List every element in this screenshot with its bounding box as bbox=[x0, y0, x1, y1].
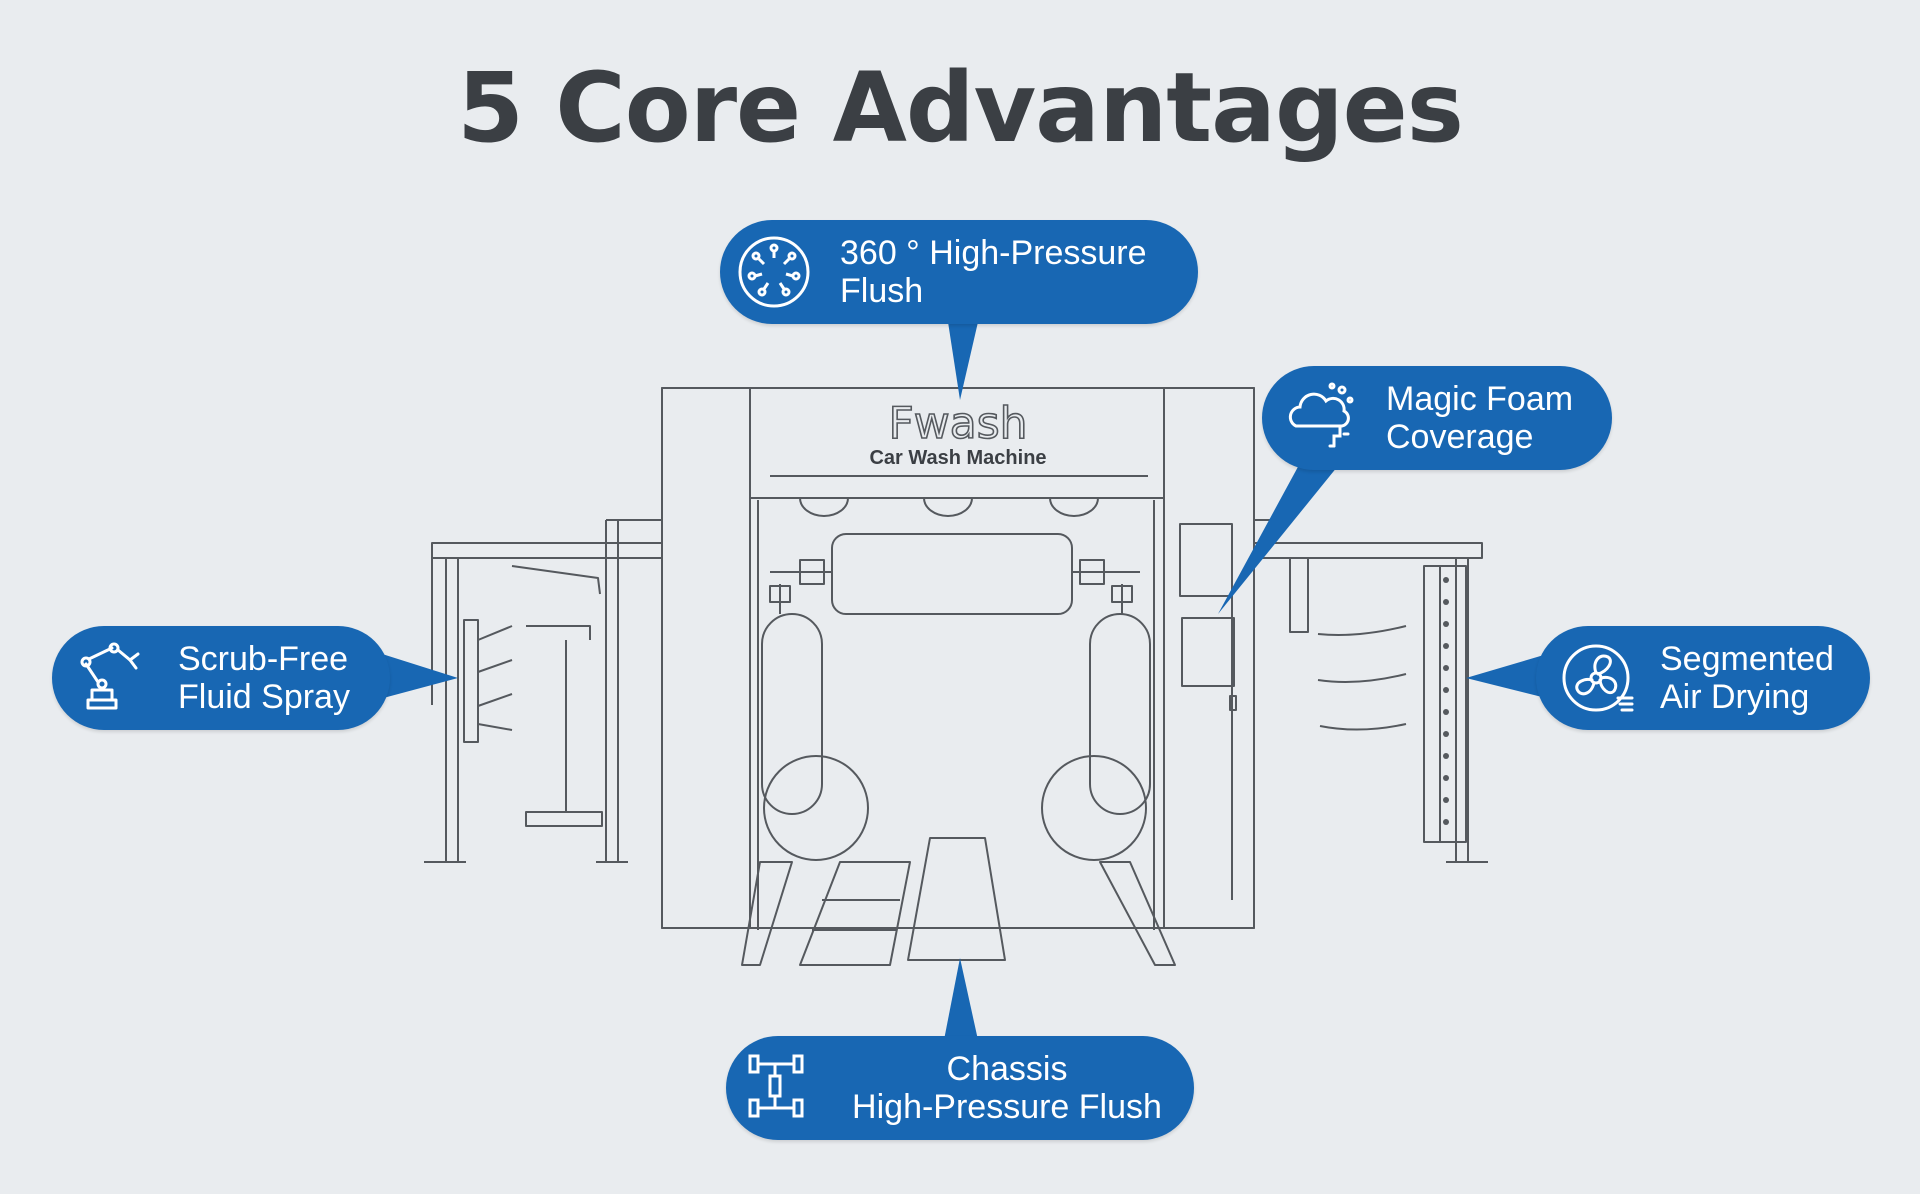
machine-brand: Fwash bbox=[888, 398, 1027, 449]
callout-magic-foam-line1: Magic Foam bbox=[1386, 380, 1574, 418]
foam-cloud-icon bbox=[1288, 382, 1354, 448]
callout-chassis: Chassis High-Pressure Flush bbox=[726, 1036, 1194, 1140]
callout-magic-foam-line2: Coverage bbox=[1386, 418, 1534, 456]
pointer-air-drying bbox=[1466, 652, 1554, 700]
callout-scrub-free: Scrub-Free Fluid Spray bbox=[52, 626, 390, 730]
dial-nozzle-icon bbox=[738, 236, 810, 308]
callout-air-drying-line2: Air Drying bbox=[1660, 678, 1810, 716]
callout-chassis-line1: Chassis bbox=[946, 1050, 1068, 1088]
robot-arm-icon bbox=[80, 642, 140, 710]
machine-subtitle: Car Wash Machine bbox=[869, 447, 1046, 469]
pointer-chassis bbox=[944, 958, 978, 1040]
chassis-icon bbox=[748, 1054, 804, 1118]
callout-magic-foam: Magic Foam Coverage bbox=[1262, 366, 1612, 470]
callout-high-pressure-flush-line2: Flush bbox=[840, 272, 924, 310]
pointer-magic-foam bbox=[1218, 430, 1346, 614]
callout-scrub-free-line2: Fluid Spray bbox=[178, 678, 350, 716]
pointer-scrub-free bbox=[376, 652, 458, 700]
page-title: 5 Core Advantages bbox=[457, 52, 1464, 164]
callout-scrub-free-line1: Scrub-Free bbox=[178, 640, 349, 678]
callout-chassis-line2: High-Pressure Flush bbox=[852, 1088, 1162, 1126]
fan-icon bbox=[1562, 644, 1634, 712]
callout-high-pressure-flush: 360 ° High-Pressure Flush bbox=[720, 220, 1198, 324]
callout-high-pressure-flush-line1: 360 ° High-Pressure bbox=[840, 234, 1147, 272]
callout-air-drying-line1: Segmented bbox=[1660, 640, 1834, 678]
callout-air-drying: Segmented Air Drying bbox=[1536, 626, 1870, 730]
pointer-high-pressure-flush bbox=[948, 322, 978, 400]
